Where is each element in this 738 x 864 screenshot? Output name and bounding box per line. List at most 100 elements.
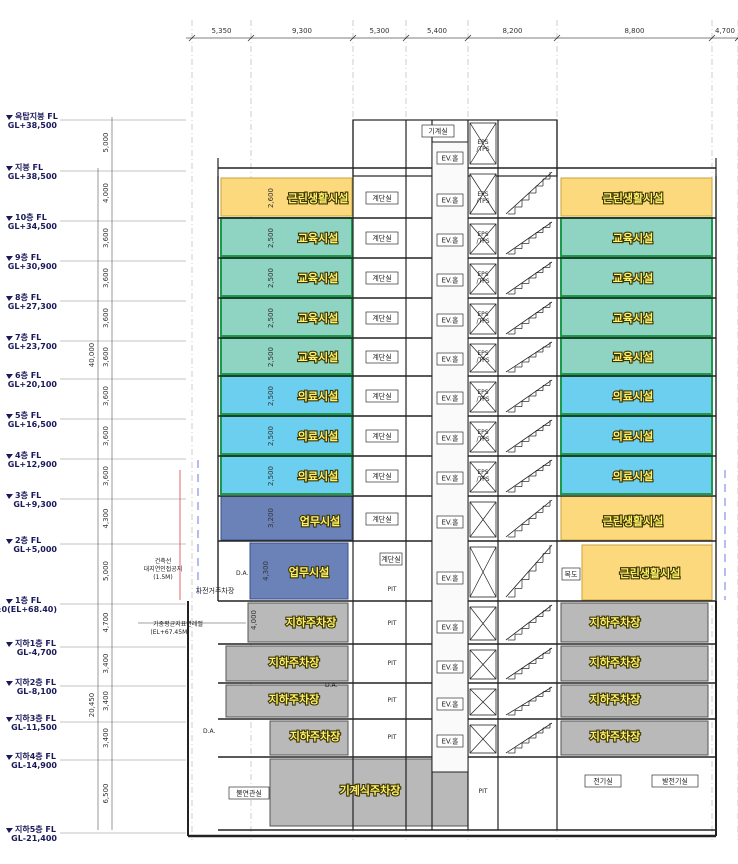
dimension-tick (247, 34, 255, 42)
ev-hall-label-box (436, 352, 464, 366)
eps-cross (469, 173, 497, 215)
machine-room-label-box (421, 124, 455, 138)
generator-room-label-box (651, 774, 699, 788)
ev-hall-label-box (436, 273, 464, 287)
level-gl-value: GL+27,300 (8, 302, 58, 311)
stair-room-label: 계단실 (372, 432, 391, 441)
disaster-room-label-box (228, 786, 270, 800)
storey-height-label: 5,000 (102, 561, 110, 581)
zone-right-medical (560, 375, 713, 415)
level-name: 옥탑지붕 FL (15, 111, 58, 121)
ceiling-height-label: 4,000 (250, 610, 258, 630)
storey-height-label: 4,000 (102, 183, 110, 203)
eps-label: EPS (477, 311, 488, 318)
use-label-office-1f: 업무시설 (289, 565, 329, 579)
level-gl-value: GL+9,300 (13, 500, 57, 509)
dimension-tick (464, 34, 472, 42)
ev-hall-label: EV.홀 (442, 518, 460, 527)
ev-hall-label: EV.홀 (442, 276, 460, 285)
level-marker-icon (6, 256, 13, 261)
storey-height-label: 3,600 (102, 308, 110, 328)
building-line-note: 건축선 (155, 557, 172, 565)
level-name: 3층 FL (15, 490, 41, 500)
avg-ground-note: 가중평균지표면레벨 (153, 620, 203, 628)
level-gl-value: GL-11,500 (11, 723, 57, 732)
use-label-left: 교육시설 (298, 311, 338, 325)
level-name: 지하2층 FL (15, 677, 56, 687)
storey-height-label: 6,500 (102, 783, 110, 803)
eps-label: EPS (477, 469, 488, 476)
level-marker-icon (6, 539, 13, 544)
storey-height-label: 3,600 (102, 347, 110, 367)
stair-room-label: 계단실 (372, 392, 391, 401)
zone-right-parking (560, 645, 709, 682)
site-grade-sub-note: (1.5M) (153, 574, 172, 581)
stair-room-label: 계단실 (372, 234, 391, 243)
use-label-right: 교육시설 (613, 231, 653, 245)
top-dimension-label: 5,300 (369, 27, 389, 35)
pit-label: PIT (478, 788, 487, 795)
ev-hall-label: EV.홀 (442, 434, 460, 443)
zone-right-education (560, 297, 713, 337)
use-label-parking-left: 지하주차장 (290, 729, 341, 743)
ev-hall-label-box (436, 233, 464, 247)
level-name: 8층 FL (15, 292, 41, 302)
ev-hall-label-box (436, 431, 464, 445)
eps-cross (469, 546, 497, 598)
pit-label: PIT (387, 620, 396, 627)
zone-right-parking (560, 684, 709, 718)
level-marker-icon (6, 414, 13, 419)
storey-height-label: 4,700 (102, 612, 110, 632)
level-marker-icon (6, 115, 13, 120)
top-dimension-label: 4,700 (715, 27, 735, 35)
tps-label: /TPS (476, 318, 489, 325)
electric-room-label-box (584, 774, 622, 788)
level-marker-icon (6, 454, 13, 459)
level-name: 10층 FL (15, 212, 47, 222)
zone-right-medical (560, 455, 713, 495)
tps-label: /TPS (476, 476, 489, 483)
level-name: 5층 FL (15, 410, 41, 420)
zone-left-education (220, 217, 353, 257)
level-marker-icon (6, 755, 13, 760)
eps-cross (469, 263, 497, 295)
stair-room-label: 계단실 (372, 194, 391, 203)
ceiling-height-label: 2,500 (267, 308, 275, 328)
ceiling-height-label: 2,600 (267, 188, 275, 208)
eps-label: EPS (477, 389, 488, 396)
ev-hall-label-box (436, 193, 464, 207)
use-label-neighborhood-2f: 근린생활시설 (603, 514, 664, 528)
level-marker-icon (6, 642, 13, 647)
ev-hall-label-box (436, 391, 464, 405)
eps-label: EPS (477, 231, 488, 238)
total-above-label: 40,000 (88, 343, 96, 368)
tps-label: /TPS (476, 357, 489, 364)
stair-room-label: 계단실 (372, 353, 391, 362)
level-name: 지붕 FL (15, 162, 43, 172)
level-marker-icon (6, 828, 13, 833)
ceiling-height-label: 2,500 (267, 228, 275, 248)
use-label-left: 교육시설 (298, 271, 338, 285)
level-gl-value: GL-8,100 (17, 687, 58, 696)
storey-height-label: 3,600 (102, 386, 110, 406)
da-label: D.A. (236, 570, 249, 577)
eps-label: EPS (477, 139, 488, 146)
stair-room-label-box (365, 469, 399, 483)
level-marker-icon (6, 296, 13, 301)
tps-label: /TPS (476, 436, 489, 443)
ev-hall-label: EV.홀 (442, 574, 460, 583)
zone-left-neighborhood (220, 177, 353, 217)
dimension-tick (734, 37, 738, 42)
stair-room-label-box (365, 389, 399, 403)
ev-hall-label: EV.홀 (442, 236, 460, 245)
core-elements (228, 122, 699, 800)
level-marker-icon (6, 717, 13, 722)
use-label-parking-left: 지하주차장 (269, 655, 320, 669)
ev-hall-label-box (436, 151, 464, 165)
zone-office-1f (249, 542, 349, 600)
disaster-room-label: 불연관실 (236, 789, 262, 798)
use-label-right: 의료시설 (613, 469, 653, 483)
storey-height-label: 3,400 (102, 728, 110, 748)
